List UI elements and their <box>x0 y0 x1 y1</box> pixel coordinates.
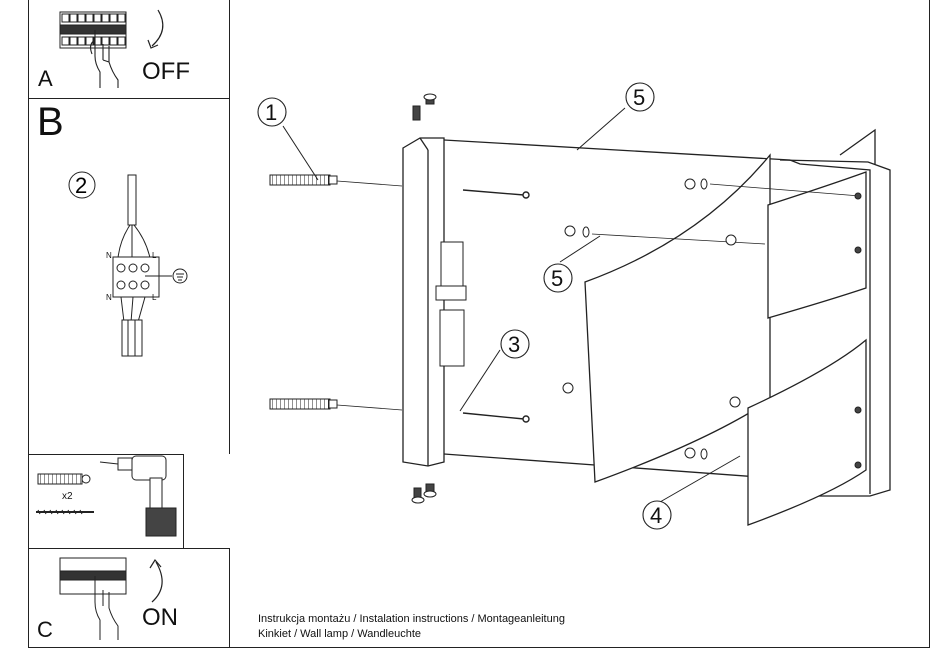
wall-bracket <box>402 137 445 467</box>
screws-bottom <box>411 483 437 504</box>
arrow-down-icon <box>147 9 164 49</box>
front-shade-left <box>584 153 771 483</box>
panel-c-frame <box>28 548 230 648</box>
callout-label-3: 3 <box>508 332 520 357</box>
part-callouts <box>257 82 672 530</box>
breaker-switch-icon-on <box>59 557 127 640</box>
screws-top <box>412 93 437 121</box>
panel-a-frame <box>28 0 230 99</box>
drill-icon <box>99 455 177 537</box>
breaker-switch-icon-off <box>59 11 127 88</box>
callout-label-2: 2 <box>75 173 87 198</box>
callout-label-1: 1 <box>265 100 277 125</box>
leader-lines <box>282 107 741 503</box>
panel-b-label: B <box>37 100 64 144</box>
panel-divider <box>229 98 230 454</box>
wall-anchors <box>269 174 403 411</box>
mounting-screws <box>462 189 530 423</box>
wiring-callout: 2 <box>75 173 87 198</box>
callout-label-4: 4 <box>650 503 662 528</box>
svg-text:L: L <box>152 251 157 260</box>
callout-label-5a: 5 <box>633 85 645 110</box>
svg-text:L: L <box>152 293 157 302</box>
svg-text:N: N <box>106 251 112 260</box>
shade-right-top <box>767 171 867 319</box>
connector-block <box>435 241 467 367</box>
svg-text:N: N <box>106 293 112 302</box>
switch-off-label: OFF <box>142 58 190 85</box>
tools-panel-frame <box>28 454 184 549</box>
page-frame <box>28 0 930 648</box>
nuts-and-washers <box>562 178 862 469</box>
callout-label-5b: 5 <box>551 266 563 291</box>
quantity-note: x2 <box>62 491 73 502</box>
shade-right-bottom <box>747 338 867 526</box>
wiring-diagram <box>68 171 188 357</box>
arrow-up-icon <box>149 558 163 603</box>
caption-line-1: Instrukcja montażu / Instalation instruc… <box>258 613 565 625</box>
switch-on-label: ON <box>142 604 178 631</box>
panel-c-label: C <box>37 617 53 642</box>
panel-a-label: A <box>38 66 53 91</box>
wall-plug-icon <box>36 473 94 515</box>
terminal-labels: N L N L <box>106 251 157 302</box>
part-callout-labels: 1 5 5 3 4 <box>265 85 662 528</box>
caption-line-2: Kinkiet / Wall lamp / Wandleuchte <box>258 628 422 640</box>
